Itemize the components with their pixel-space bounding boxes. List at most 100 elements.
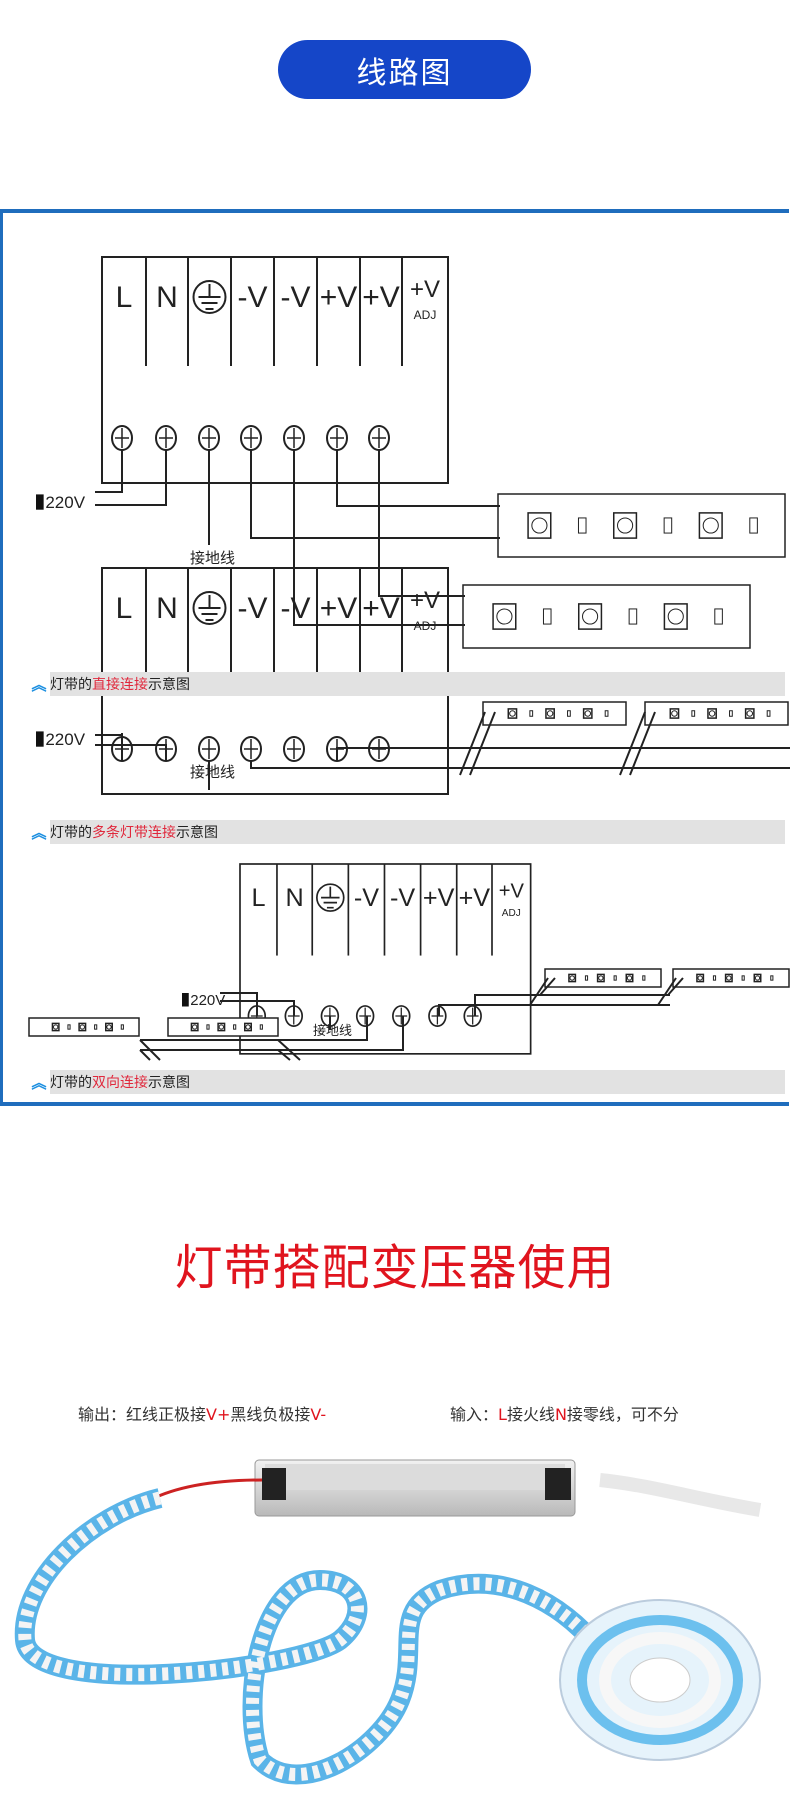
double-chevron-up-icon: ︽: [28, 820, 50, 844]
led-chip-icon: [696, 973, 705, 983]
resistor-icon: [233, 1024, 237, 1030]
terminal-label: -V: [281, 281, 311, 314]
resistor-icon: [729, 710, 733, 717]
led-chip-icon: [671, 710, 678, 717]
led-chip-icon: [584, 710, 592, 717]
terminal-label: +V: [410, 587, 440, 614]
adj-label: ADJ: [414, 308, 437, 322]
resistor-icon: [642, 975, 646, 981]
led-chip-icon: [492, 603, 517, 630]
led-chip-icon: [596, 973, 605, 983]
led-chip-icon: [753, 973, 762, 983]
output-wire-right: [438, 994, 670, 1016]
led-chip-icon: [702, 517, 719, 534]
led-chip-icon: [697, 975, 703, 981]
terminal-label: N: [156, 592, 178, 625]
terminal-screw-icon: [244, 739, 258, 759]
note-text: 黑线负极接: [230, 1405, 311, 1424]
note-text: 输出：红线正极接: [78, 1405, 207, 1424]
resistor-icon: [749, 517, 758, 534]
led-chip-icon: [218, 1024, 224, 1030]
terminal-screw-icon: [359, 1007, 372, 1025]
input-cable: [599, 1473, 762, 1517]
strip-lead: [529, 977, 684, 1006]
terminal-screw-icon: [202, 739, 216, 759]
caption-suffix: 示意图: [148, 677, 190, 693]
adj-label: ADJ: [414, 619, 437, 633]
input-note: 输入：L接火线N接零线，可不分: [450, 1401, 679, 1425]
resistor-icon: [628, 608, 638, 625]
led-chip-icon: [577, 603, 603, 630]
resistor-icon: [584, 975, 589, 981]
led-chip-icon: [78, 1022, 87, 1032]
terminal-screw-icon: [159, 428, 173, 448]
caption-highlight: 多条灯带连接: [92, 825, 176, 841]
mains-wire: [95, 734, 167, 761]
caption-highlight: 直接连接: [92, 677, 148, 693]
led-chip-icon: [708, 710, 716, 717]
led-chip-icon: [53, 1024, 59, 1030]
led-chip-icon: [669, 708, 680, 719]
wiring-diagram-frame: [0, 209, 789, 1106]
led-chip-icon: [724, 973, 733, 983]
ground-wire-label: 接地线: [313, 1023, 352, 1039]
ground-symbol-icon: [192, 591, 227, 625]
led-chip-icon: [568, 973, 577, 983]
power-plug-icon: [36, 731, 44, 747]
led-chip-icon: [569, 975, 575, 981]
terminal-screw-icon: [372, 428, 386, 448]
terminal-label: -V: [390, 884, 415, 912]
led-strip: [462, 584, 751, 649]
led-strip: [482, 701, 627, 726]
note-red: N: [554, 1405, 567, 1424]
note-red: V-: [310, 1405, 327, 1424]
title-pill: 线路图: [278, 40, 531, 99]
led-chip-icon: [612, 512, 638, 539]
terminal-screw-icon: [287, 428, 301, 448]
terminal-screw-icon: [466, 1007, 479, 1025]
resistor-icon: [712, 975, 717, 981]
led-chip-icon: [667, 608, 684, 625]
terminal-label: -V: [281, 592, 311, 625]
led-chip-icon: [744, 708, 755, 719]
ground-symbol-icon: [321, 886, 340, 909]
led-chip-icon: [754, 975, 761, 981]
led-chip-icon: [598, 975, 604, 981]
led-strip-reel: [559, 1599, 761, 1761]
led-strip: [672, 968, 790, 988]
caption-direct-connection: ︽ 灯带的直接连接示意图: [28, 672, 785, 696]
voltage-label: 220V: [190, 992, 225, 1009]
note-red: L: [498, 1405, 507, 1424]
strip-2-wire: [293, 450, 465, 626]
resistor-icon: [206, 1024, 210, 1030]
terminal-label: -V: [238, 281, 268, 314]
led-strip: [544, 968, 662, 988]
caption-prefix: 灯带的: [50, 1075, 92, 1091]
double-chevron-up-icon: ︽: [28, 1070, 50, 1094]
resistor-icon: [94, 1024, 98, 1030]
caption-suffix: 示意图: [148, 1075, 190, 1091]
caption-prefix: 灯带的: [50, 677, 92, 693]
led-chip-icon: [545, 708, 555, 719]
terminal-screw-icon: [395, 1007, 408, 1025]
resistor-icon: [741, 975, 745, 981]
power-plug-icon: [182, 993, 189, 1007]
terminal-screw-icon: [287, 739, 301, 759]
adj-label: ADJ: [502, 908, 521, 919]
terminal-label: N: [285, 884, 303, 912]
terminal-screw-icon: [431, 1007, 444, 1025]
led-chip-icon: [582, 708, 593, 719]
led-chip-icon: [625, 973, 634, 983]
voltage-label: 220V: [45, 730, 85, 749]
led-chip-icon: [582, 608, 599, 625]
strip-lead: [139, 1039, 301, 1061]
ground-symbol-icon: [316, 883, 345, 912]
output-wire: [149, 1478, 263, 1502]
led-chip-icon: [192, 1024, 198, 1030]
terminal-label: -V: [354, 884, 379, 912]
terminal-label: +V: [320, 281, 358, 314]
caption-suffix: 示意图: [176, 825, 218, 841]
led-chip-icon: [663, 603, 688, 630]
